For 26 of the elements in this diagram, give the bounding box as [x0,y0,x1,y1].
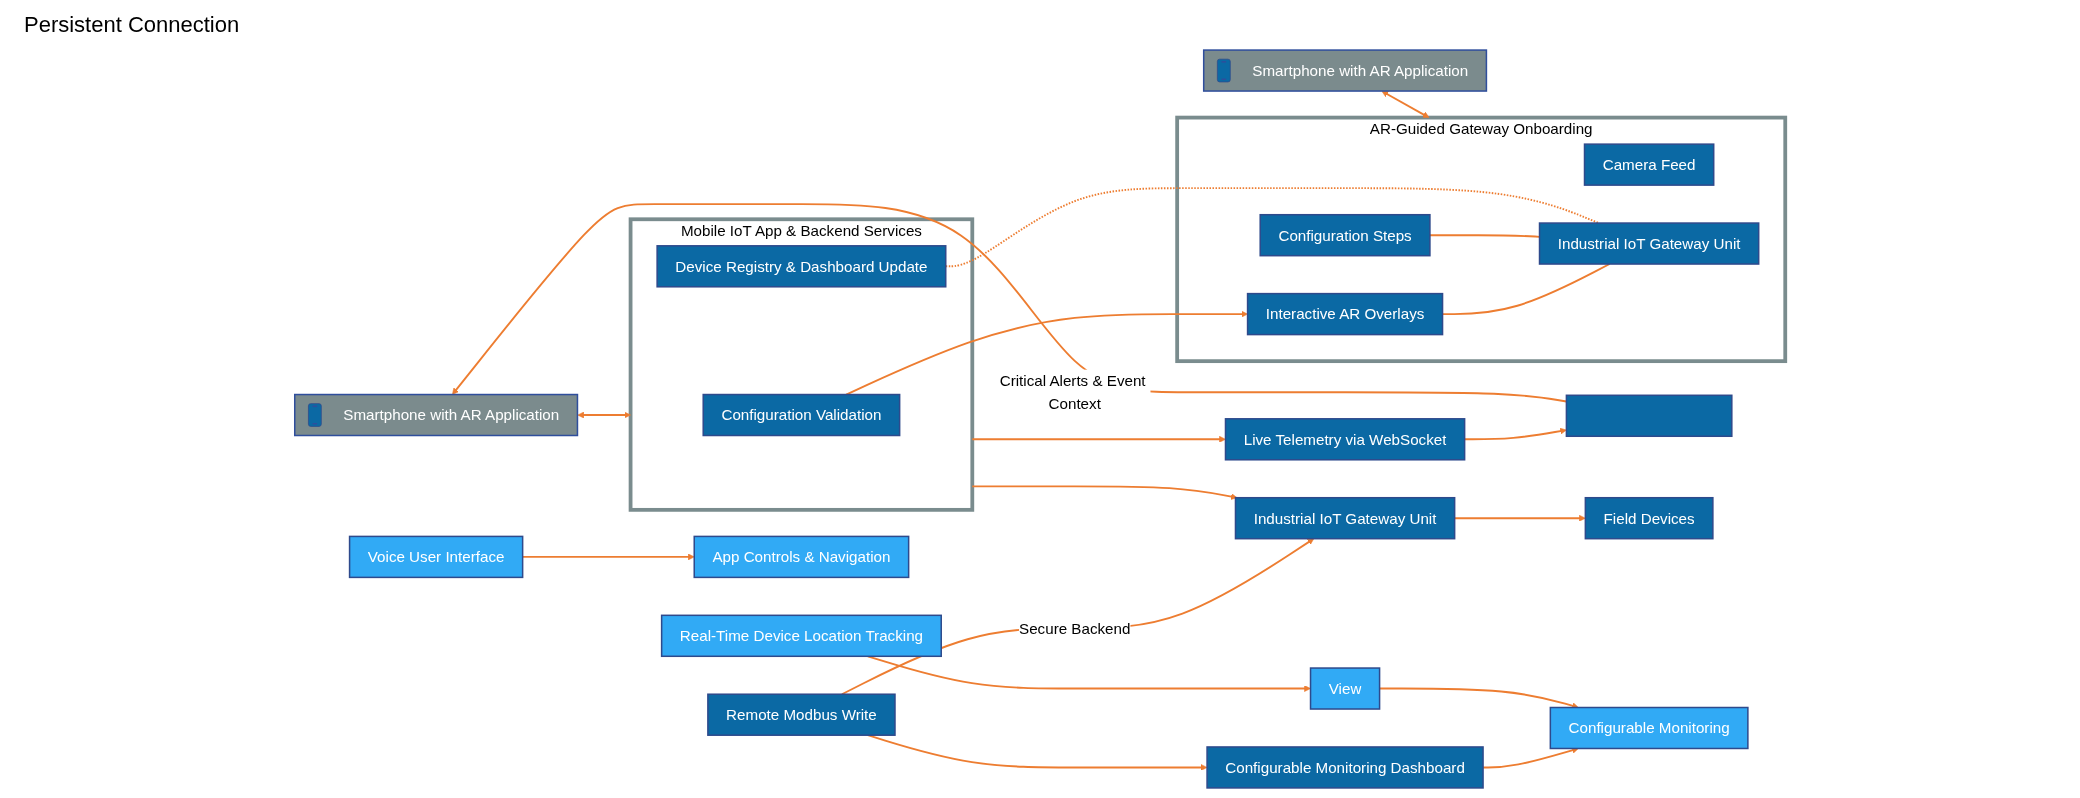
node-box: Remote Modbus Write [707,693,896,736]
node-box: Configuration Validation [702,393,901,437]
node-box: Configurable Monitoring [1549,706,1749,750]
arrow [840,538,1315,696]
node-box: Smartphone with AR Application [294,393,579,437]
node-box: View [1309,667,1381,710]
node-box: App Controls & Navigation [693,535,910,579]
node-box: Industrial IoT Gateway Unit [1538,222,1760,265]
node-box [1565,394,1733,437]
node-box: Real-Time Device Location Tracking [660,614,942,658]
note-text: Persistent Connection [24,12,240,38]
arrow [845,310,1248,396]
arrow [971,485,1238,500]
node-box: Interactive AR Overlays [1246,292,1444,336]
node-box: Live Telemetry via WebSocket [1224,418,1466,461]
node-box: Field Devices [1584,496,1714,540]
node-box: Configuration Steps [1259,213,1431,257]
arrow [577,411,631,419]
node-box: Voice User Interface [348,535,524,579]
node-box: Smartphone with AR Application [1202,49,1488,92]
node-box: Configurable Monitoring Dashboard [1206,746,1484,789]
node-box: Device Registry & Dashboard Update [656,245,947,288]
arrow [971,435,1226,443]
arrow [1381,90,1430,118]
node-box: Industrial IoT Gateway Unit [1234,496,1456,540]
node-box: Camera Feed [1583,143,1715,186]
